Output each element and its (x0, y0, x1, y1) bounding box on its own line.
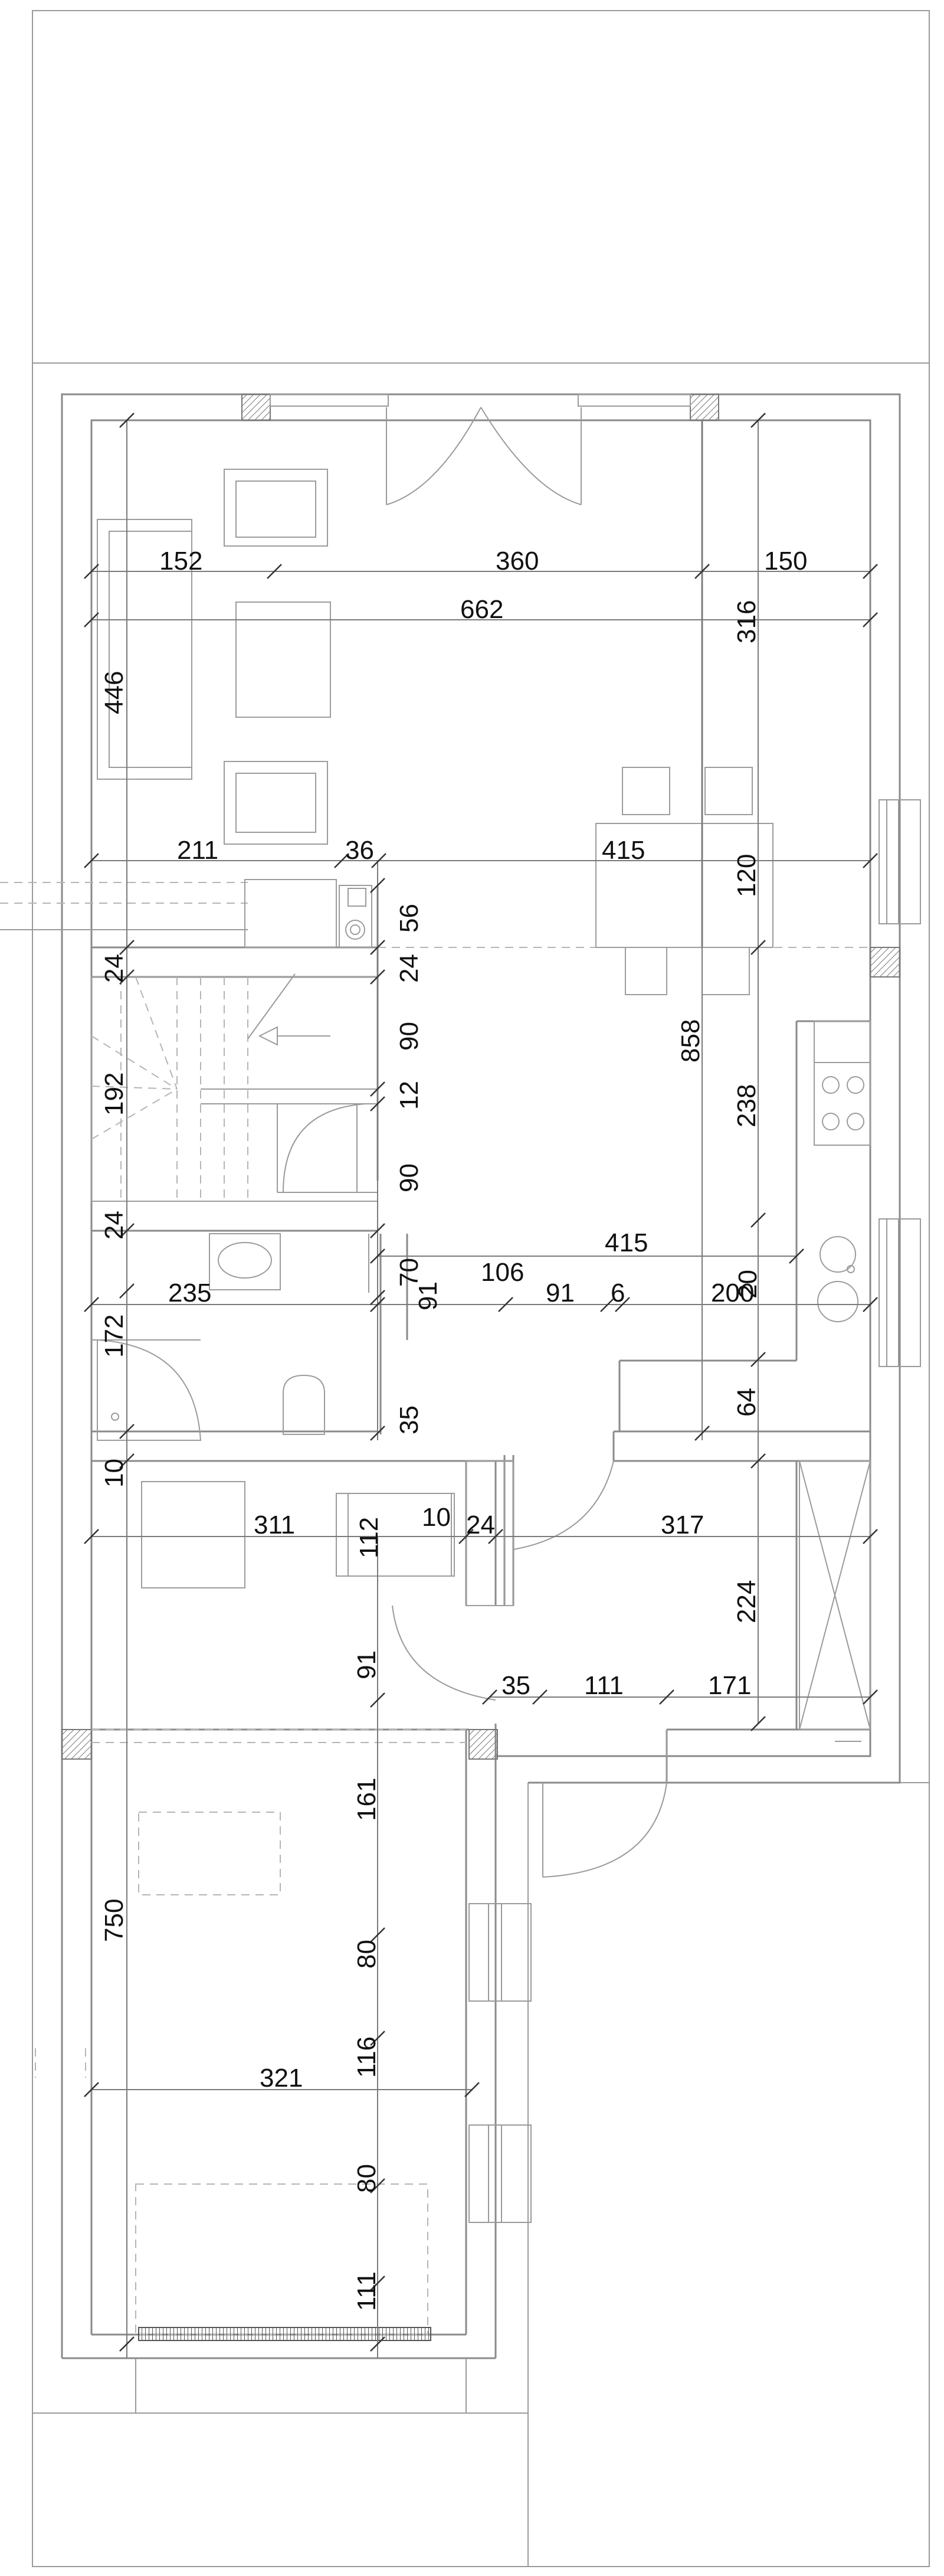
dimension-lines (84, 413, 878, 2358)
dim-living-center: 360 (496, 547, 539, 576)
dim-terrace-width: 321 (260, 2064, 303, 2093)
dim-terrace-height: 750 (100, 1899, 129, 1942)
dim-kitchen-20: 20 (733, 1270, 762, 1299)
dimension-labels: 152 360 150 662 446 316 211 36 415 120 5… (100, 547, 807, 2311)
dim-side-161: 161 (352, 1778, 381, 1821)
dim-wall-mid: 24 (395, 954, 424, 983)
dim-chimney: 36 (345, 836, 374, 865)
ventilation-ducts (0, 882, 870, 2078)
dim-hall-door-height: 70 (395, 1258, 424, 1287)
dim-garage-width: 317 (661, 1511, 704, 1539)
dim-hall-6: 6 (611, 1279, 625, 1307)
dim-hall-width: 415 (605, 1228, 648, 1257)
dim-stair-landing: 12 (395, 1081, 424, 1110)
dim-side-111: 111 (352, 2271, 381, 2311)
dim-room-width: 311 (254, 1511, 295, 1539)
structural-columns (61, 394, 900, 1760)
dim-stair-flight-lower: 90 (395, 1163, 424, 1192)
dim-wall-10-left: 10 (100, 1459, 129, 1488)
dim-dining-height: 120 (732, 854, 761, 897)
dim-door-91-lower: 91 (352, 1650, 381, 1679)
dim-hall-106: 106 (481, 1258, 524, 1287)
dim-kitchen-height: 238 (732, 1084, 761, 1127)
dim-bath-height: 172 (100, 1315, 129, 1358)
dim-wall-left: 24 (100, 954, 129, 983)
dim-upper-left: 211 (177, 836, 218, 865)
dim-stair-flight-upper: 90 (395, 1022, 424, 1051)
dim-window-80-upper: 80 (352, 1940, 381, 1969)
dim-living-height-left: 446 (100, 671, 129, 714)
dim-side-116: 116 (352, 2036, 381, 2078)
dim-kitchen-width: 200 (711, 1279, 754, 1307)
dim-wall-lower-left: 24 (100, 1211, 129, 1240)
dim-wall-24: 24 (466, 1511, 495, 1539)
dim-wall-35: 35 (502, 1671, 530, 1700)
dim-living-left: 152 (159, 547, 202, 576)
building-outline (61, 393, 901, 2413)
dim-wall-10: 10 (422, 1503, 451, 1532)
dim-living-total: 662 (460, 595, 503, 624)
dim-living-right: 150 (764, 547, 807, 576)
dim-living-height-right: 316 (732, 600, 761, 643)
dim-bath-35: 35 (395, 1405, 424, 1434)
dim-hall-91: 91 (546, 1279, 575, 1307)
dim-corridor-111: 111 (584, 1671, 624, 1700)
dim-bath-width: 235 (168, 1279, 211, 1307)
dim-vent-height: 56 (395, 904, 424, 933)
dim-total-height-right: 858 (676, 1019, 705, 1063)
dim-window-80-lower: 80 (352, 2164, 381, 2193)
dim-garage-height: 224 (732, 1580, 761, 1623)
dim-stair-height: 192 (100, 1073, 129, 1116)
dim-door-91: 91 (414, 1282, 442, 1310)
dim-dining: 415 (602, 836, 645, 865)
terrace-doors (270, 394, 691, 505)
furniture (91, 469, 871, 2341)
dim-kitchen-64: 64 (732, 1388, 761, 1417)
dim-corridor-171: 171 (708, 1671, 751, 1700)
dim-room-112: 112 (355, 1517, 384, 1558)
windows (468, 799, 921, 2223)
